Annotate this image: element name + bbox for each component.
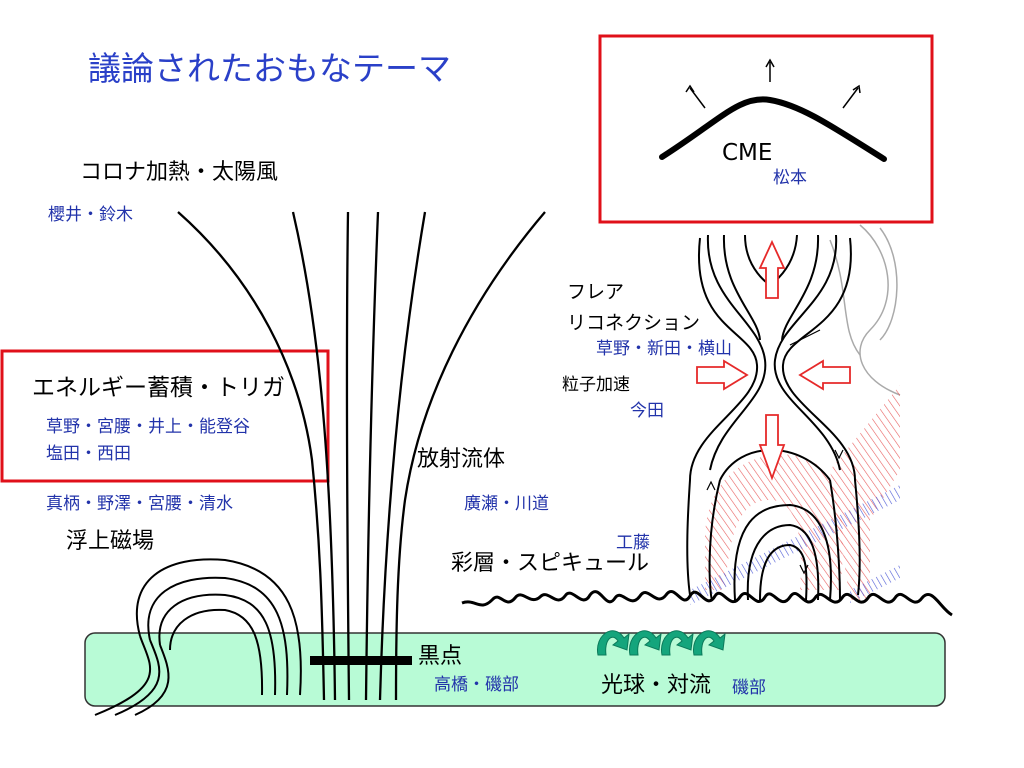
radiative-label: 放射流体 (417, 447, 506, 472)
reconnection-field-lines (686, 234, 861, 601)
photosphere-band (84, 632, 946, 707)
blue-hatch-band-2 (850, 565, 900, 603)
photosphere-label: 光球・対流 (601, 673, 712, 698)
red-hatch-region (830, 385, 900, 600)
sunspot-people: 高橋・磯部 (434, 675, 519, 695)
cme-people: 松本 (773, 168, 807, 188)
corona-people: 櫻井・鈴木 (48, 205, 133, 225)
energy-people-line1: 草野・宮腰・井上・能登谷 (46, 417, 250, 437)
cme-arc (659, 96, 887, 162)
chromosphere-people: 工藤 (616, 533, 650, 553)
photosphere-people: 磯部 (732, 678, 766, 698)
radiative-people: 廣瀬・川道 (464, 494, 549, 514)
cme-box (598, 34, 934, 224)
flare-label-line1: フレア (567, 281, 625, 303)
energy-label: エネルギー蓄積・トリガ (32, 375, 285, 401)
particle-people: 今田 (630, 401, 664, 421)
chromosphere-label: 彩層・スピキュール (451, 551, 650, 576)
blue-hatch-band (690, 485, 900, 605)
sunspot-bar (310, 656, 412, 665)
flare-label-line2: リコネクション (567, 312, 701, 334)
emerging-people: 真柄・野澤・宮腰・清水 (46, 494, 233, 514)
flare-people: 草野・新田・横山 (596, 339, 732, 359)
energy-people-line2: 塩田・西田 (46, 444, 131, 464)
emerging-label: 浮上磁場 (66, 529, 155, 554)
convection-arrows (597, 630, 726, 656)
loop-direction-arrows (706, 449, 844, 575)
red-hatch-loop (705, 454, 843, 590)
energy-box (0, 349, 330, 483)
sunspot-label: 黒点 (418, 644, 463, 669)
reconnection-outflow-arrows (696, 239, 851, 481)
corona-label: コロナ加熱・太陽風 (80, 160, 279, 185)
coronal-field-lines (177, 211, 546, 701)
emerging-flux-loops (94, 558, 302, 716)
cme-label: CME (722, 140, 773, 166)
cme-arrows (685, 58, 861, 109)
slide-title: 議論されたおもなテーマ (88, 49, 451, 88)
particle-label: 粒子加速 (562, 375, 630, 395)
chromosphere-spicules (461, 590, 953, 617)
